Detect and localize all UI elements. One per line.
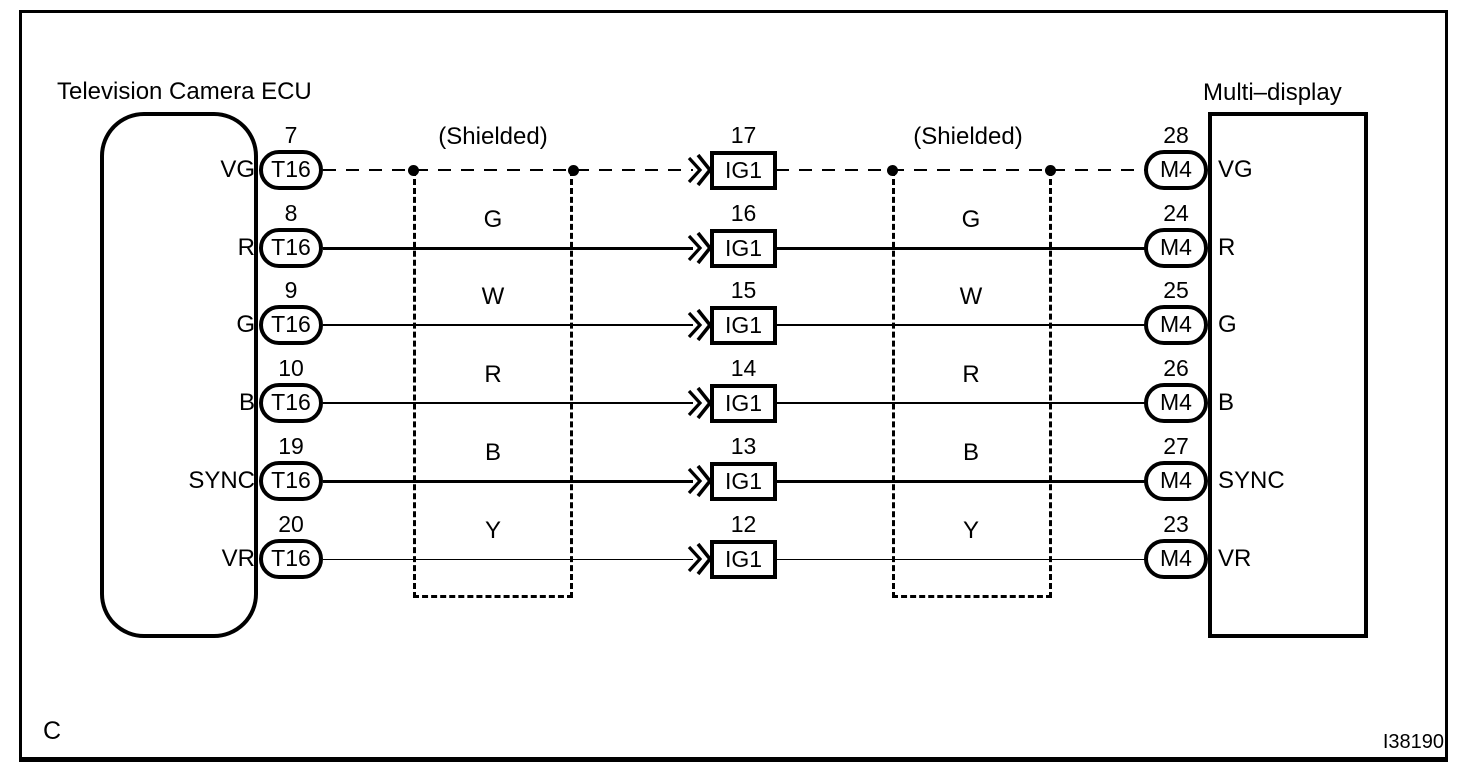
right-signal-label: R xyxy=(1218,234,1236,261)
wire-right-segment xyxy=(776,324,1145,326)
junction-pin-number: 13 xyxy=(730,433,757,459)
m4-connector: M4 xyxy=(1144,383,1208,423)
right-pin-number: 27 xyxy=(1163,433,1189,459)
ig1-junction-connector: IG1 xyxy=(710,540,777,579)
t16-connector: T16 xyxy=(259,305,323,345)
wire-right-segment xyxy=(776,402,1145,404)
pass-through-chevron-icon xyxy=(687,386,712,420)
pass-through-chevron-icon xyxy=(687,542,712,576)
wire-color-label-right: W xyxy=(959,283,983,310)
wire-left-segment xyxy=(323,402,693,404)
right-signal-label: B xyxy=(1218,389,1235,416)
wire-right-segment xyxy=(776,558,1145,560)
left-signal-label: VR xyxy=(221,545,255,572)
t16-connector: T16 xyxy=(259,228,323,268)
wire-color-label-left xyxy=(433,128,553,156)
pass-through-chevron-icon xyxy=(687,231,712,265)
wire-left-segment xyxy=(323,324,693,326)
pass-through-chevron-icon xyxy=(687,153,712,187)
t16-connector: T16 xyxy=(259,383,323,423)
m4-connector: M4 xyxy=(1144,461,1208,501)
page-marker: C xyxy=(43,717,62,745)
figure-id: I38190 xyxy=(1382,731,1444,753)
wire-color-label-right: R xyxy=(962,361,980,388)
left-signal-label: VG xyxy=(220,156,255,183)
wire-color-label-left: R xyxy=(484,361,502,388)
m4-connector: M4 xyxy=(1144,539,1208,579)
wire-color-label-right xyxy=(911,128,1031,156)
junction-pin-number: 17 xyxy=(730,122,757,148)
right-block-title: Multi–display xyxy=(1203,79,1342,106)
right-pin-number: 23 xyxy=(1163,511,1189,537)
wire-left-segment xyxy=(323,246,693,250)
right-pin-number: 25 xyxy=(1163,277,1189,303)
wire-right-segment xyxy=(776,169,1145,171)
ig1-junction-connector: IG1 xyxy=(710,306,777,345)
junction-pin-number: 15 xyxy=(730,277,757,303)
right-signal-label: SYNC xyxy=(1218,467,1285,494)
right-pin-number: 28 xyxy=(1163,122,1189,148)
ig1-junction-connector: IG1 xyxy=(710,462,777,501)
left-signal-label: SYNC xyxy=(188,467,255,494)
left-pin-number: 10 xyxy=(278,355,304,381)
wire-color-label-left: B xyxy=(484,439,501,466)
right-signal-label: G xyxy=(1218,311,1237,338)
left-signal-label: R xyxy=(237,234,255,261)
pass-through-chevron-icon xyxy=(687,308,712,342)
wire-color-label-right: Y xyxy=(962,517,979,544)
left-pin-number: 7 xyxy=(284,122,298,148)
left-pin-number: 20 xyxy=(278,511,304,537)
m4-connector: M4 xyxy=(1144,150,1208,190)
wire-right-segment xyxy=(776,246,1145,250)
wire-left-segment xyxy=(323,169,693,171)
wire-left-segment xyxy=(323,558,693,560)
junction-pin-number: 12 xyxy=(730,511,757,537)
pass-through-chevron-icon xyxy=(687,464,712,498)
wire-color-label-left: G xyxy=(483,206,503,233)
left-pin-number: 9 xyxy=(284,277,298,303)
right-pin-number: 24 xyxy=(1163,200,1189,226)
junction-pin-number: 14 xyxy=(730,355,757,381)
m4-connector: M4 xyxy=(1144,305,1208,345)
shield-box-left xyxy=(413,170,573,598)
multi-display-block xyxy=(1208,112,1368,638)
ig1-junction-connector: IG1 xyxy=(710,384,777,423)
m4-connector: M4 xyxy=(1144,228,1208,268)
diagram-border xyxy=(19,10,1448,762)
wire-left-segment xyxy=(323,479,693,483)
right-signal-label: VR xyxy=(1218,545,1252,572)
ig1-junction-connector: IG1 xyxy=(710,151,777,190)
wire-color-label-left: Y xyxy=(484,517,501,544)
wire-color-label-right: G xyxy=(961,206,981,233)
t16-connector: T16 xyxy=(259,150,323,190)
ig1-junction-connector: IG1 xyxy=(710,229,777,268)
t16-connector: T16 xyxy=(259,461,323,501)
shielded-label-right: (Shielded) xyxy=(913,123,1023,150)
television-camera-ecu-block xyxy=(100,112,258,638)
wire-right-segment xyxy=(776,479,1145,483)
wire-color-label-left: W xyxy=(481,283,505,310)
wire-color-label-right: B xyxy=(962,439,979,466)
right-pin-number: 26 xyxy=(1163,355,1189,381)
left-signal-label: G xyxy=(236,311,255,338)
shield-box-right xyxy=(892,170,1052,598)
junction-pin-number: 16 xyxy=(730,200,757,226)
shielded-label-left: (Shielded) xyxy=(438,123,548,150)
left-block-title: Television Camera ECU xyxy=(57,78,312,105)
left-pin-number: 8 xyxy=(284,200,298,226)
left-pin-number: 19 xyxy=(278,433,304,459)
t16-connector: T16 xyxy=(259,539,323,579)
right-signal-label: VG xyxy=(1218,156,1253,183)
left-signal-label: B xyxy=(238,389,255,416)
